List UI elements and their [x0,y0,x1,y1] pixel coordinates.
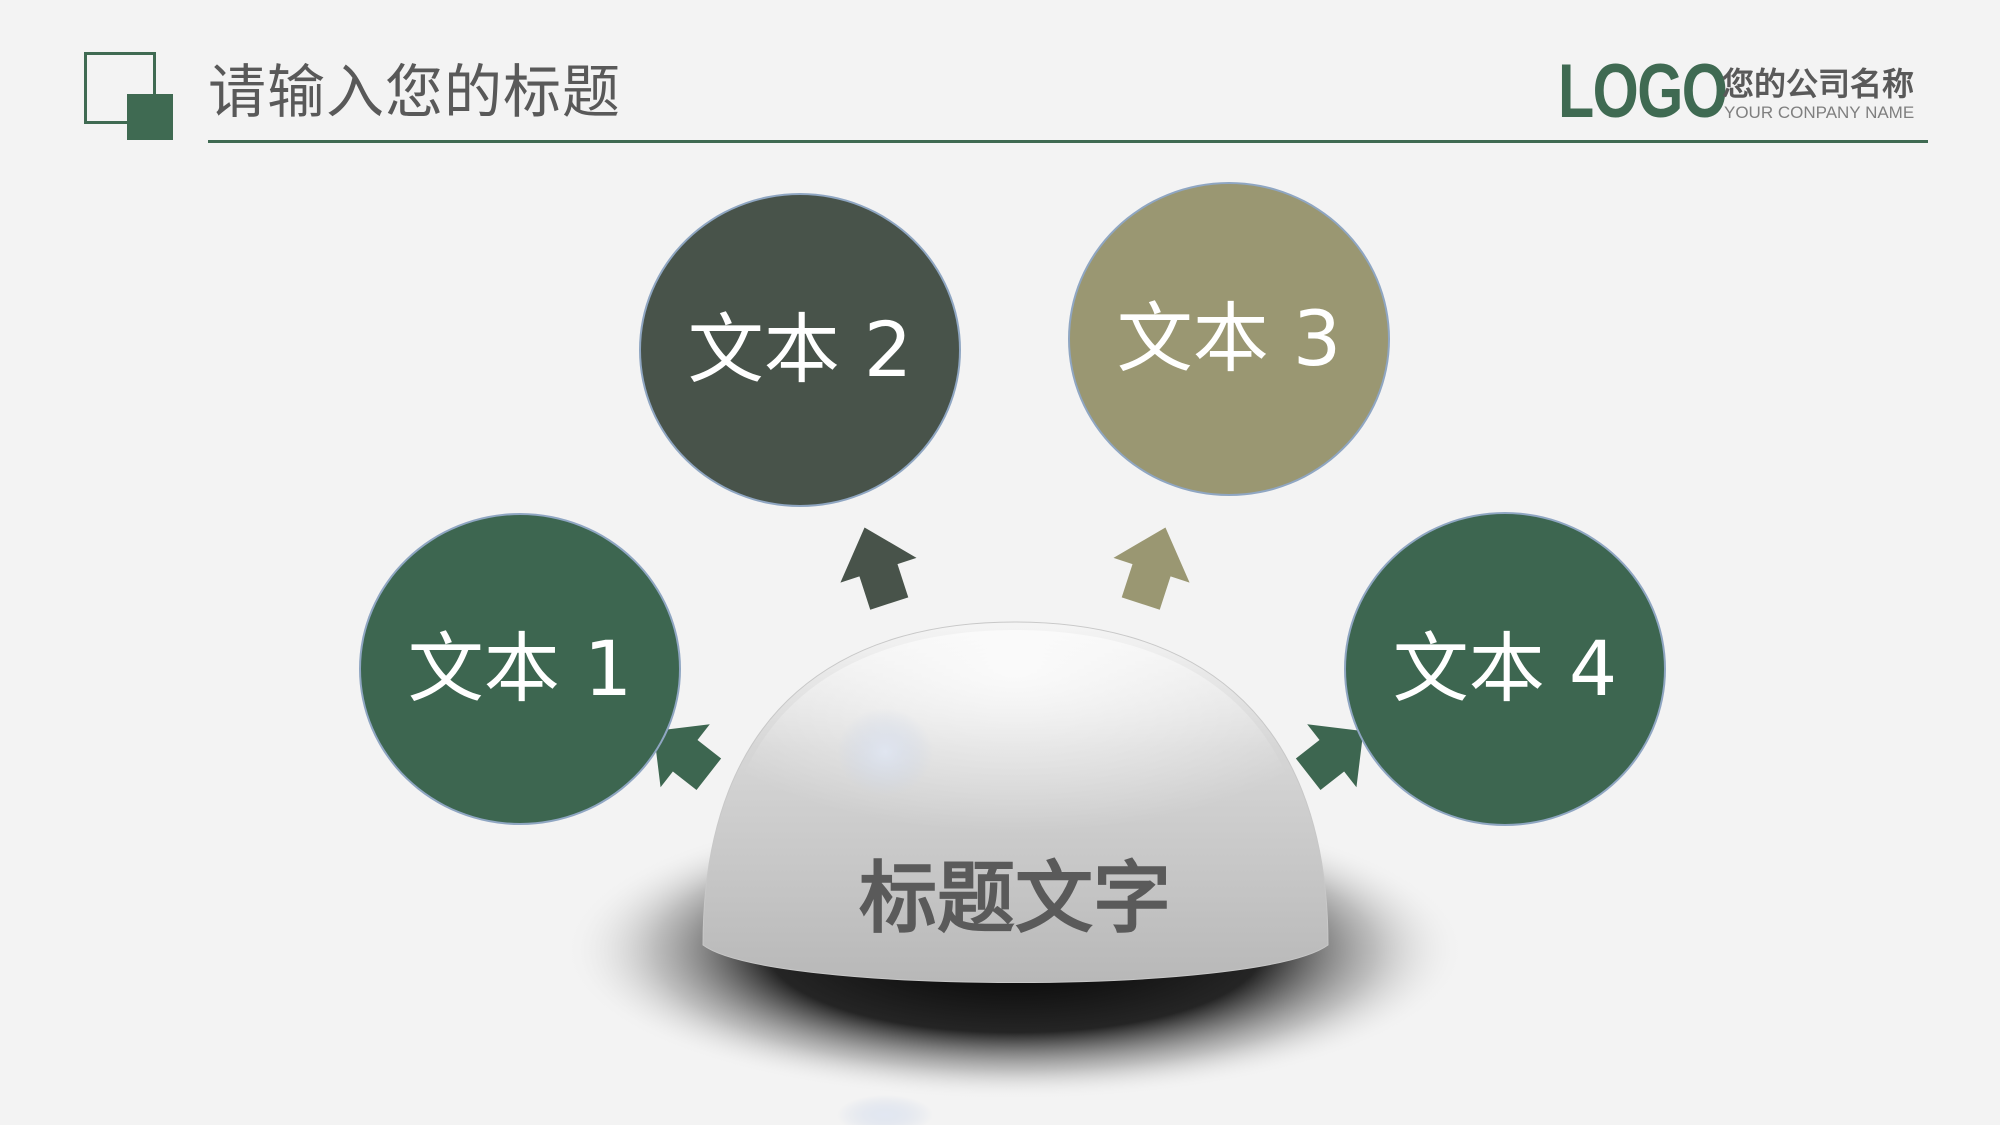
header-divider [208,140,1928,143]
corner-filled-square [127,94,173,140]
arrow-to-node-2 [840,527,917,610]
page-title: 请输入您的标题 [208,58,622,126]
company-name-en: YOUR CONPANY NAME [1724,103,1915,122]
dome-glare [837,708,933,796]
arrow-to-node-3 [1113,527,1190,610]
company-name-cn: 您的公司名称 [1722,65,1915,103]
node-text-3: 文本 3 [1068,182,1390,496]
corner-outline-square [84,52,156,124]
corner-mark-icon [84,52,200,152]
node-text-4: 文本 4 [1344,512,1666,826]
dome-highlight [720,630,1310,900]
node-text-2: 文本 2 [639,193,961,507]
dome-reflection [837,1095,933,1125]
arrow-to-node-1 [653,724,722,790]
center-title-label: 标题文字 [858,854,1171,944]
company-logo: LOGO [1558,49,1728,134]
arrow-to-node-4 [1295,724,1364,790]
node-text-1: 文本 1 [359,513,681,825]
